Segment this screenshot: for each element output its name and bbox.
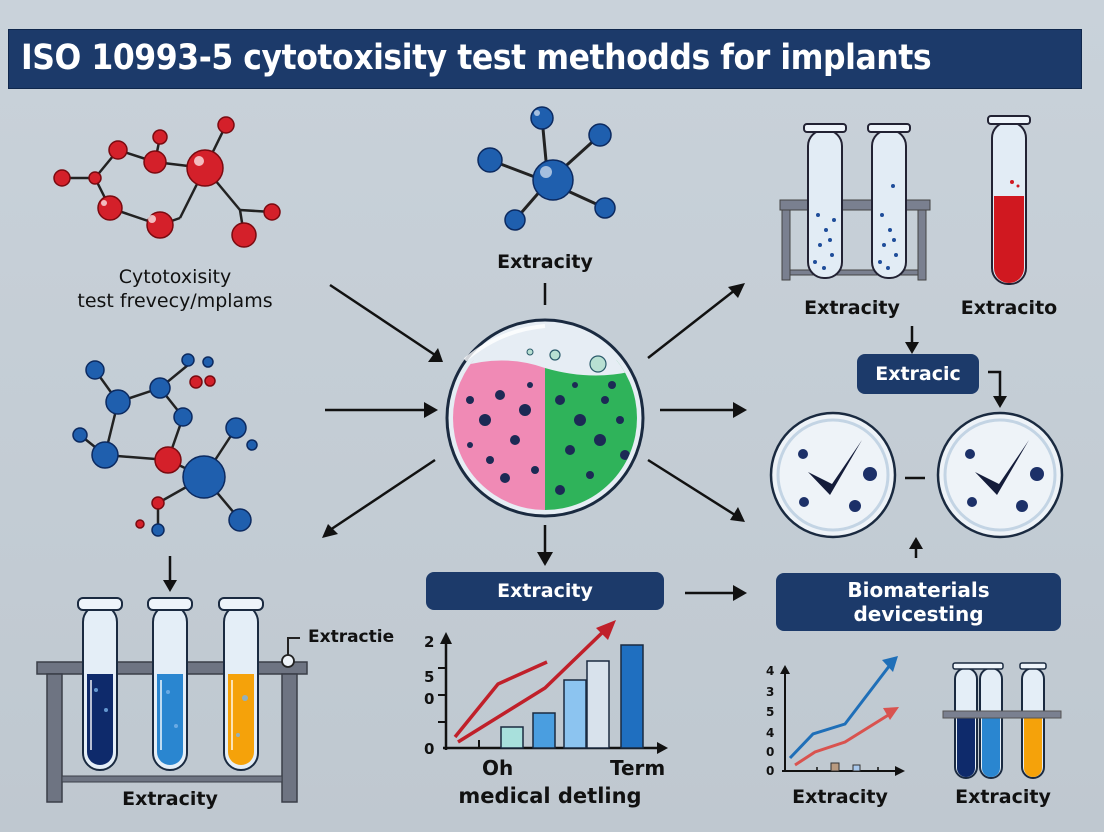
small-chart-caption: Extracity [792,786,888,808]
small-chart-ytick: 4 [766,726,775,740]
center-chart-caption: medical detling [458,784,642,808]
bottom-left-callout-label: Extractie [308,627,395,647]
center-chart-ytick: 0 [424,740,435,758]
top-left-label-line1: Cytotoxisity [118,266,232,288]
extracic-pill: Extracic [857,354,979,394]
center-chart [438,620,668,754]
small-chart-ytick: 3 [766,685,775,699]
top-left-label-line2: test frevecy/mplams [77,290,273,312]
center-extracity-pill: Extracity [426,572,664,610]
top-right-tubes-label: Extracity [804,297,900,319]
bottom-left-rack-label: Extracity [122,788,218,810]
page-title: ISO 10993-5 cytotoxisity test methodds f… [21,38,932,78]
title-banner: ISO 10993-5 cytotoxisity test methodds f… [8,29,1082,89]
small-chart-ytick: 0 [766,745,775,759]
center-chart-ytick: 5 [424,668,435,686]
tube-small-2 [867,123,911,279]
biomaterials-pill-line1: Biomaterials [847,578,990,602]
tube-small-1 [803,123,847,279]
center-chart-x-right: Term [610,756,666,780]
rack-tubes-right [942,662,1062,779]
biomaterials-pill-line2: devicesting [853,602,984,626]
center-chart-ytick: 0 [424,690,435,708]
small-chart-ytick: 4 [766,664,775,678]
bottom-right-tubes-label: Extracity [955,786,1051,808]
small-chart-ytick: 0 [766,764,775,778]
center-top-label: Extracity [497,251,593,273]
biomaterials-pill: Biomaterials devicesting [776,573,1061,631]
center-chart-x-left: Oh [482,756,514,780]
center-chart-ytick: 2 [424,633,435,651]
top-left-label: Cytotoxisity test frevecy/mplams [77,265,272,313]
rack-tubes [77,597,264,771]
top-right-red-tube-label: Extracito [960,297,1058,319]
small-line-chart [780,656,905,776]
small-chart-ytick: 5 [766,705,775,719]
